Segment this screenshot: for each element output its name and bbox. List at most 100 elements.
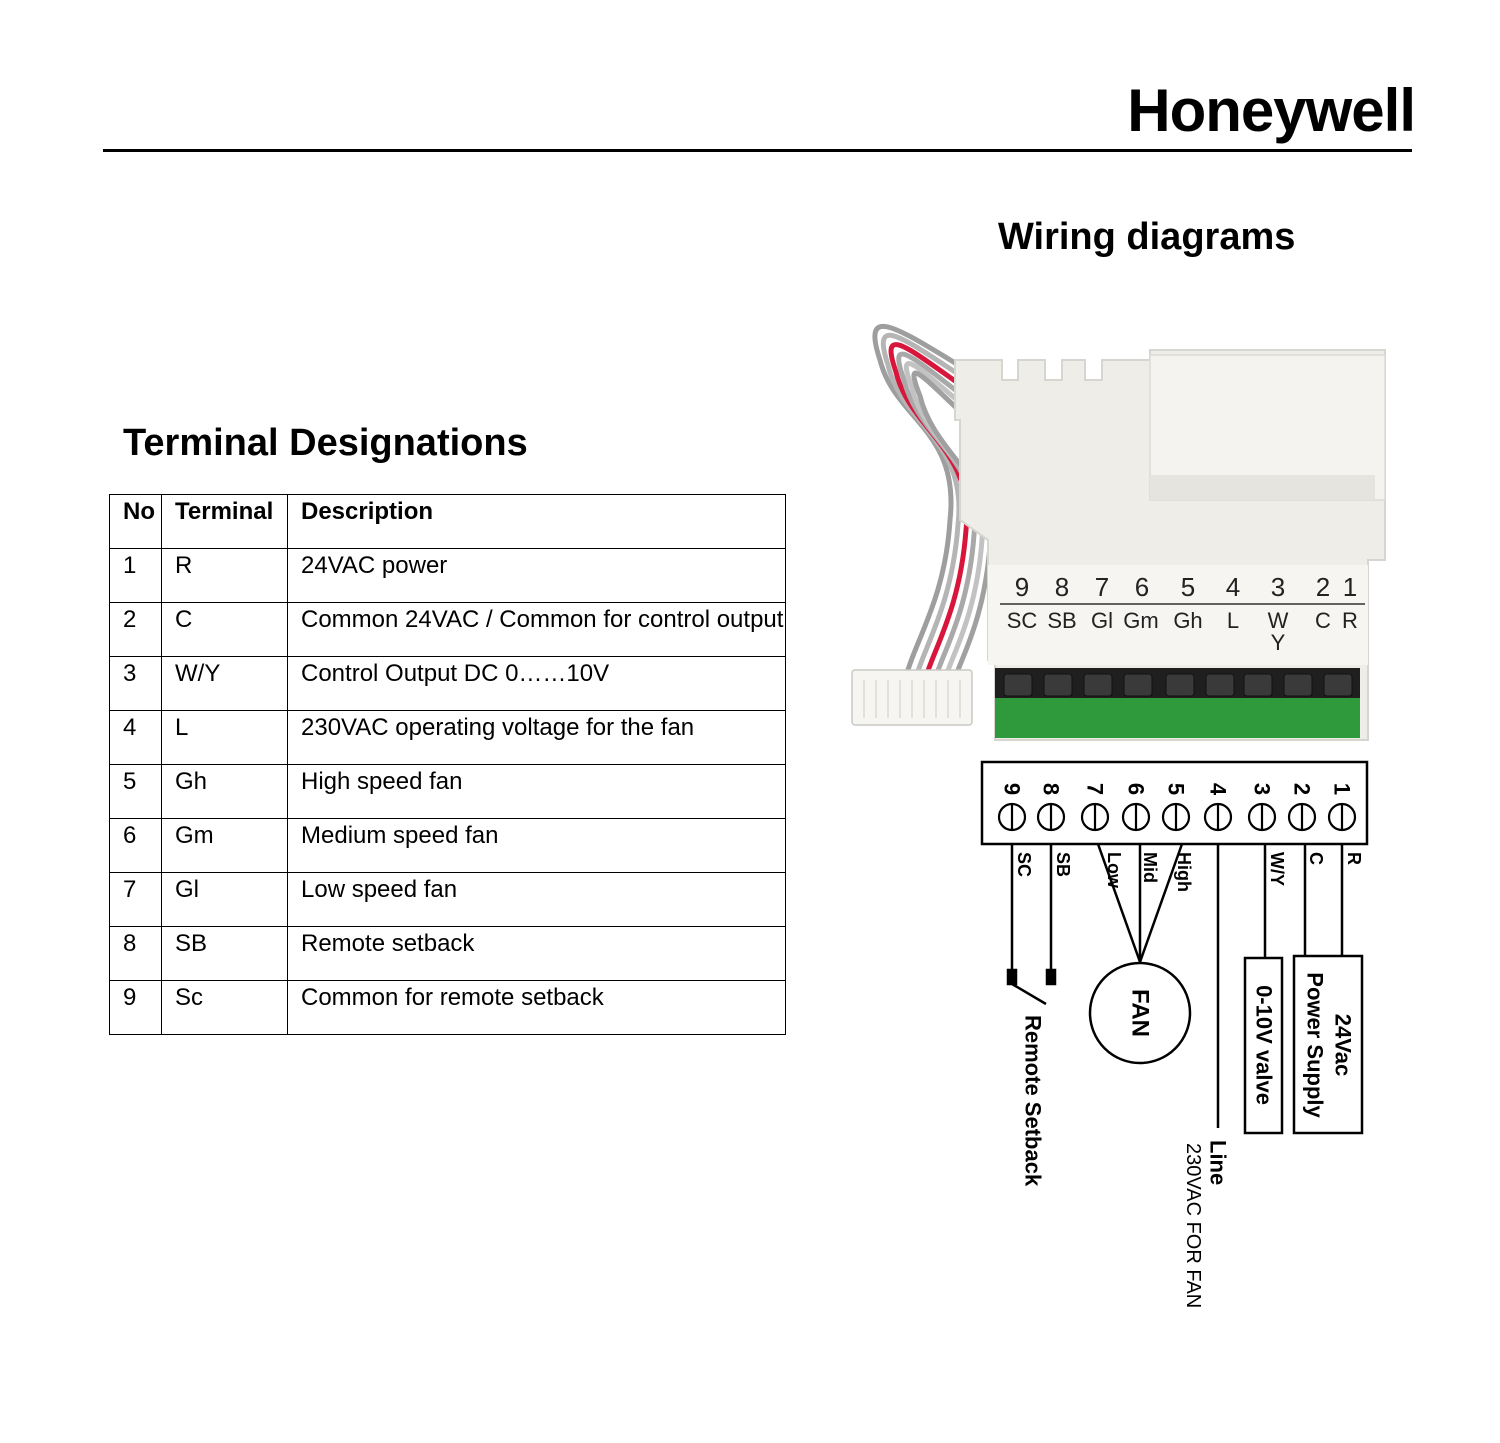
cell-description: Medium speed fan — [287, 818, 786, 873]
screw-icon — [1243, 673, 1273, 697]
schematic-terminal-number: 1 — [1330, 783, 1355, 795]
schematic-wire-label: R — [1344, 852, 1364, 865]
screw-icon — [1165, 673, 1195, 697]
table-row: 7 Gl Low speed fan — [109, 872, 786, 927]
cell-description: Remote setback — [287, 926, 786, 981]
cell-terminal: Sc — [161, 980, 288, 1035]
schematic-wire-labels: SC SB Low Mid High W/Y C R — [1014, 852, 1364, 892]
cell-terminal: Gm — [161, 818, 288, 873]
cell-terminal: Gh — [161, 764, 288, 819]
cell-no: 2 — [109, 602, 162, 657]
table-row: 2 C Common 24VAC / Common for control ou… — [109, 602, 786, 657]
schematic-wire-label: C — [1306, 852, 1326, 865]
module-label-y: Y — [1271, 630, 1286, 655]
table-row: 1 R 24VAC power — [109, 548, 786, 603]
schematic-terminal-number: 7 — [1083, 783, 1108, 795]
module-number: 9 — [1015, 572, 1029, 602]
header-rule — [103, 149, 1412, 152]
cell-no: 9 — [109, 980, 162, 1035]
module-number: 2 — [1316, 572, 1330, 602]
line-label: Line — [1206, 1140, 1231, 1185]
table-row: 6 Gm Medium speed fan — [109, 818, 786, 873]
schematic-terminal-number: 3 — [1250, 783, 1275, 795]
column-header-description: Description — [287, 494, 786, 549]
cell-no: 8 — [109, 926, 162, 981]
module-label: W — [1268, 608, 1289, 633]
cell-terminal: C — [161, 602, 288, 657]
wire-harness — [872, 323, 993, 683]
module-number: 8 — [1055, 572, 1069, 602]
schematic-terminal-number: 2 — [1290, 783, 1315, 795]
cell-terminal: Gl — [161, 872, 288, 927]
cell-no: 4 — [109, 710, 162, 765]
remote-setback-switch — [1006, 968, 1057, 1006]
schematic-terminal-number: 6 — [1124, 783, 1149, 795]
module-label: Gm — [1123, 608, 1158, 633]
module-number: 4 — [1226, 572, 1240, 602]
module-label: Gh — [1173, 608, 1202, 633]
module-label: SB — [1047, 608, 1076, 633]
screw-icon — [1003, 673, 1033, 697]
module-label: SC — [1007, 608, 1038, 633]
cell-description: Common 24VAC / Common for control output — [287, 602, 786, 657]
power-supply-box — [1292, 954, 1364, 1135]
screw-icon — [1083, 673, 1113, 697]
schematic-wire-label: High — [1174, 852, 1194, 892]
cell-terminal: SB — [161, 926, 288, 981]
table-row: 4 L 230VAC operating voltage for the fan — [109, 710, 786, 765]
schematic-terminals: 9 8 7 6 5 4 3 2 1 — [997, 783, 1357, 832]
power-supply-label-1: 24Vac — [1331, 1014, 1356, 1076]
module-number: 6 — [1135, 572, 1149, 602]
fan-label: FAN — [1127, 989, 1154, 1037]
schematic-wire-label: Low — [1104, 852, 1124, 889]
cell-description: High speed fan — [287, 764, 786, 819]
module-number: 3 — [1271, 572, 1285, 602]
honeywell-logo: Honeywell — [1127, 77, 1416, 144]
cell-description: Low speed fan — [287, 872, 786, 927]
cell-description: 230VAC operating voltage for the fan — [287, 710, 786, 765]
cell-no: 3 — [109, 656, 162, 711]
screw-icon — [1043, 673, 1073, 697]
connector-plug — [851, 669, 973, 726]
schematic-wire-label: SB — [1053, 852, 1073, 877]
cell-no: 7 — [109, 872, 162, 927]
module-label: C — [1315, 608, 1331, 633]
fan-symbol — [1088, 961, 1192, 1065]
module-number: 7 — [1095, 572, 1109, 602]
screw-icon — [1123, 673, 1153, 697]
remote-setback-label: Remote Setback — [1021, 1015, 1046, 1187]
schematic-wires — [1010, 843, 1344, 1128]
valve-label: 0-10V valve — [1252, 985, 1277, 1105]
schematic-terminal-number: 8 — [1039, 783, 1064, 795]
cell-description: 24VAC power — [287, 548, 786, 603]
schematic-terminal-number: 5 — [1164, 783, 1189, 795]
screw-icon — [1205, 673, 1235, 697]
terminal-table-header: No Terminal Description — [109, 494, 786, 549]
module-number: 5 — [1181, 572, 1195, 602]
module-number: 1 — [1343, 572, 1357, 602]
cell-no: 1 — [109, 548, 162, 603]
schematic-terminal-number: 4 — [1206, 783, 1231, 796]
power-supply-label-2: Power Supply — [1303, 972, 1328, 1118]
table-row: 8 SB Remote setback — [109, 926, 786, 981]
schematic-terminal-number: 9 — [1000, 783, 1025, 795]
module-label: L — [1227, 608, 1239, 633]
screw-icon — [1283, 673, 1313, 697]
table-row: 9 Sc Common for remote setback — [109, 980, 786, 1035]
line-voltage-label: 230VAC FOR FAN — [1182, 1143, 1204, 1308]
terminal-screws — [1003, 673, 1353, 697]
terminal-designations-title: Terminal Designations — [123, 422, 528, 464]
schematic-wire-label: W/Y — [1267, 852, 1287, 886]
schematic-wire-label: Mid — [1140, 852, 1160, 883]
cell-description: Common for remote setback — [287, 980, 786, 1035]
schematic-wire-label: SC — [1014, 852, 1034, 877]
wiring-diagrams-title: Wiring diagrams — [998, 216, 1296, 258]
module-label: R — [1342, 608, 1358, 633]
module-housing — [954, 349, 1386, 741]
schematic: 9 8 7 6 5 4 3 2 1 SC SB Low Mid High W/Y C R FAN 0-10V … — [980, 760, 1369, 1308]
screw-icon — [1323, 673, 1353, 697]
